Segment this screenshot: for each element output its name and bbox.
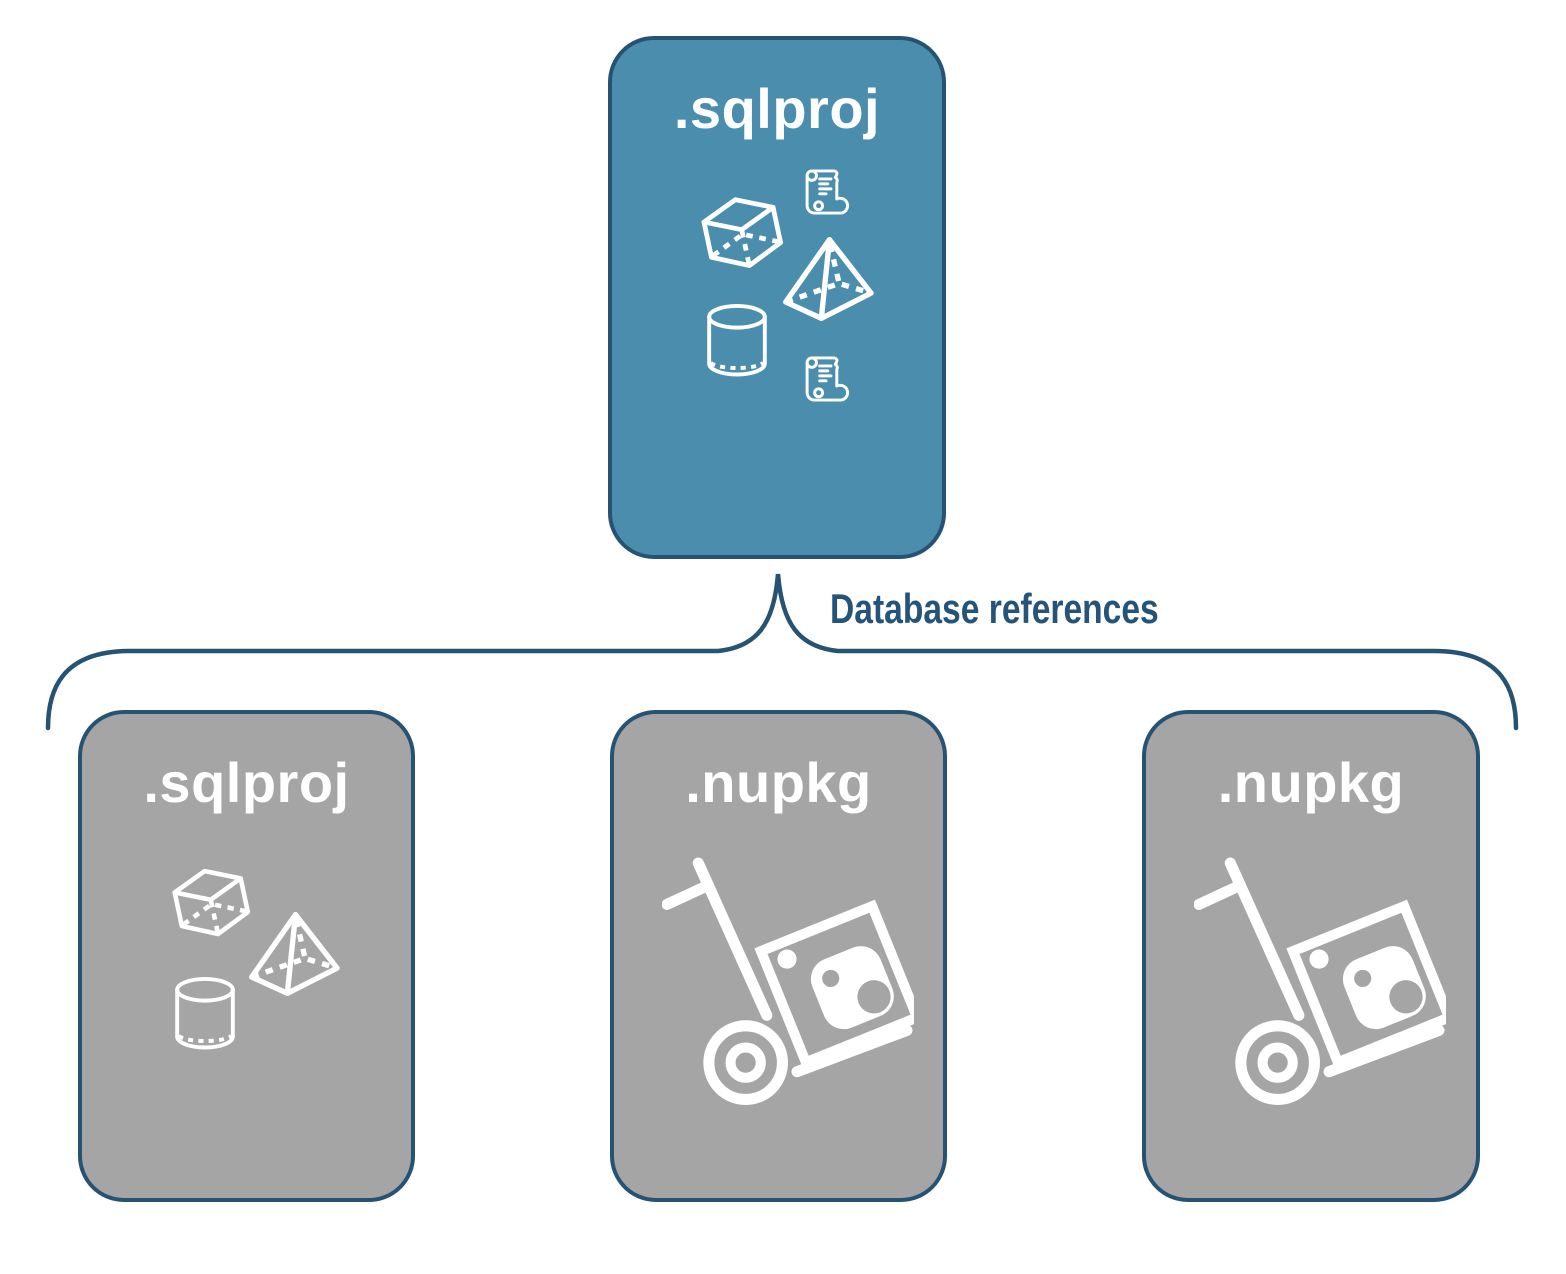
- cube-icon: [684, 178, 800, 285]
- nuget-hand-truck-icon: [662, 856, 914, 1108]
- nuget-hand-truck-icon: [1194, 856, 1446, 1108]
- child-node-nupkg-1: .nupkg: [610, 710, 947, 1202]
- root-node-label: .sqlproj: [673, 77, 881, 140]
- cylinder-icon: [703, 301, 771, 381]
- script-icon: [799, 164, 853, 220]
- root-node-sqlproj: .sqlproj: [608, 36, 946, 559]
- child-node-label: .nupkg: [1217, 751, 1405, 814]
- child-node-label: .nupkg: [685, 751, 872, 814]
- script-icon: [799, 351, 853, 407]
- edge-label: Database references: [830, 585, 1159, 632]
- cylinder-icon: [171, 974, 239, 1054]
- cube-icon: [156, 850, 265, 952]
- child-node-nupkg-2: .nupkg: [1142, 710, 1480, 1202]
- pyramid-icon: [244, 908, 344, 1000]
- child-node-label: .sqlproj: [143, 751, 350, 814]
- brace-path: [45, 573, 1519, 731]
- pyramid-icon: [778, 233, 878, 325]
- child-node-sqlproj: .sqlproj: [78, 710, 415, 1202]
